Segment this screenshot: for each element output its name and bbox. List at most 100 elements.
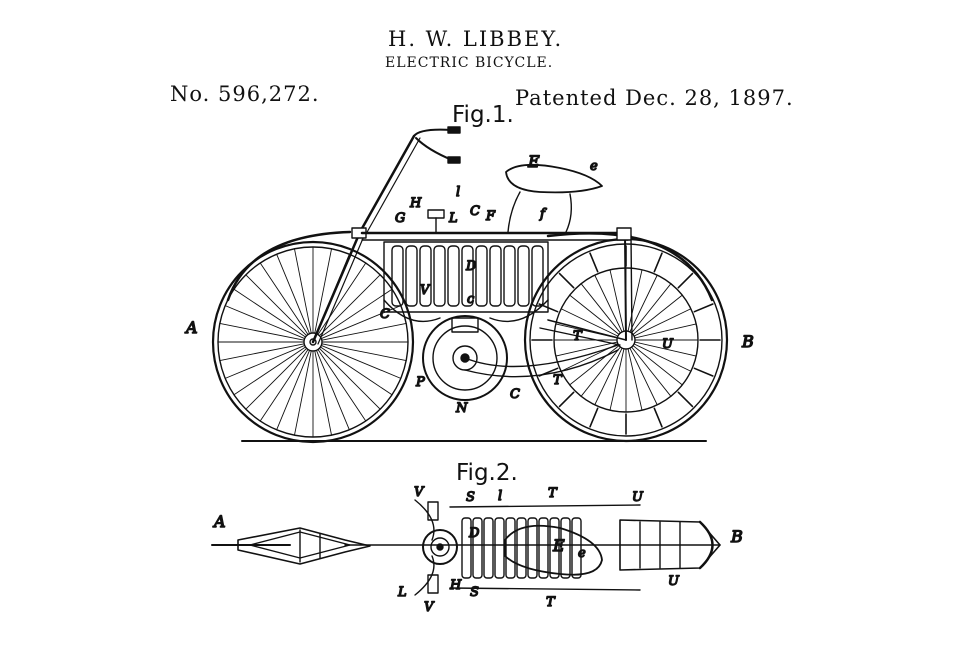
front-spoke <box>294 350 312 436</box>
figure-1-label: Fig.1. <box>452 102 514 128</box>
rear-spoke <box>594 274 623 333</box>
rear-spoke <box>631 283 672 334</box>
battery-cell-plan <box>472 517 483 579</box>
ref-A: A <box>184 318 198 337</box>
battery-cell-plan <box>571 517 582 579</box>
ref-c: c <box>467 292 475 307</box>
battery-cell-plan <box>516 517 527 579</box>
rear-spoke <box>629 347 658 406</box>
ref-B: B <box>741 332 754 351</box>
ref2-U-top: U <box>632 490 644 505</box>
battery-cell-plan <box>505 517 516 579</box>
battery-cell-plan <box>538 517 549 579</box>
ref2-A: A <box>212 512 226 531</box>
front-spoke <box>259 262 309 335</box>
front-wheel-plan <box>211 527 371 565</box>
battery-cell-plan <box>461 517 472 579</box>
battery-cell-plan <box>549 517 560 579</box>
rear-spoke <box>569 345 620 386</box>
ref-F: F <box>485 209 496 224</box>
rear-spoke <box>631 346 672 397</box>
front-spoke <box>320 346 393 396</box>
ref-T-lower: T <box>553 373 563 388</box>
battery-plan <box>461 517 582 579</box>
ref2-T-bottom: T <box>546 595 556 610</box>
battery-cell-plan <box>560 517 571 579</box>
battery-cell <box>531 245 544 307</box>
rear-spoke <box>560 308 619 337</box>
rear-spoke <box>634 323 697 339</box>
front-spoke <box>276 349 311 431</box>
front-spoke <box>233 288 306 338</box>
controller-switch <box>427 209 445 234</box>
battery-cell <box>433 245 446 307</box>
battery-cell <box>489 245 502 307</box>
front-spoke <box>219 323 305 341</box>
rear-spoke <box>609 269 625 332</box>
front-spoke <box>321 343 407 361</box>
front-spoke <box>315 349 350 431</box>
battery-cell-plan <box>527 517 538 579</box>
ref-V: V <box>420 283 431 298</box>
rear-rib <box>693 367 714 377</box>
motor-plan <box>414 499 458 596</box>
battery-cell <box>503 245 516 307</box>
battery-cell-plan <box>483 517 494 579</box>
ref-N: N <box>455 401 468 416</box>
rear-spoke <box>632 294 683 335</box>
drive-rod-bottom <box>449 587 641 591</box>
chain-stay <box>547 319 627 341</box>
rear-spoke <box>629 274 658 333</box>
ref-C-front: C <box>380 307 390 322</box>
front-fork <box>311 134 421 345</box>
rear-spoke <box>632 345 683 386</box>
front-spoke <box>317 262 367 335</box>
front-spoke <box>276 253 311 335</box>
ref2-E: E <box>552 536 565 555</box>
front-spoke <box>245 347 308 410</box>
front-spoke <box>259 349 309 422</box>
ref-f: f <box>539 207 547 222</box>
front-spoke <box>219 343 305 361</box>
rear-wheel-plan <box>619 519 721 571</box>
ref-E: E <box>527 152 540 171</box>
ref-C-bottom: C <box>510 387 520 402</box>
rear-rib <box>558 272 575 289</box>
ref-L: L <box>448 211 458 226</box>
ref-D: D <box>465 259 477 274</box>
front-spoke <box>320 305 402 340</box>
frame <box>360 227 633 341</box>
front-spoke <box>320 288 393 338</box>
front-spoke <box>224 305 306 340</box>
rear-rib <box>693 303 714 313</box>
rear-spoke <box>594 347 623 406</box>
battery-cell <box>475 245 488 307</box>
electric-motor <box>422 315 619 401</box>
ref-C-top: C <box>470 204 480 219</box>
front-spoke <box>314 350 332 436</box>
front-spoke <box>318 347 381 410</box>
ref2-e: e <box>578 546 586 561</box>
rear-spoke <box>555 341 618 357</box>
front-spoke <box>233 346 306 396</box>
rear-spoke <box>627 348 643 411</box>
figure-1-side-view: A B C C C D c E e f F G H l L V P N T U … <box>183 126 755 444</box>
rear-spoke <box>569 294 620 335</box>
ref-e: e <box>590 159 598 174</box>
ref2-V-top: V <box>414 485 425 500</box>
ref-U: U <box>662 337 674 352</box>
battery-cell <box>405 245 418 307</box>
ref2-L: L <box>397 585 407 600</box>
rear-rib <box>653 252 663 273</box>
rear-spoke <box>633 308 692 337</box>
ref2-V-bottom: V <box>424 600 435 615</box>
battery-cell <box>517 245 530 307</box>
patent-date: Patented Dec. 28, 1897. <box>515 86 794 110</box>
ref2-B: B <box>730 527 743 546</box>
battery-box <box>383 241 549 323</box>
ref-G: G <box>395 211 405 226</box>
patent-title: ELECTRIC BICYCLE. <box>385 55 554 71</box>
battery-cell-plan <box>494 517 505 579</box>
ref2-T-top: T <box>548 486 558 501</box>
